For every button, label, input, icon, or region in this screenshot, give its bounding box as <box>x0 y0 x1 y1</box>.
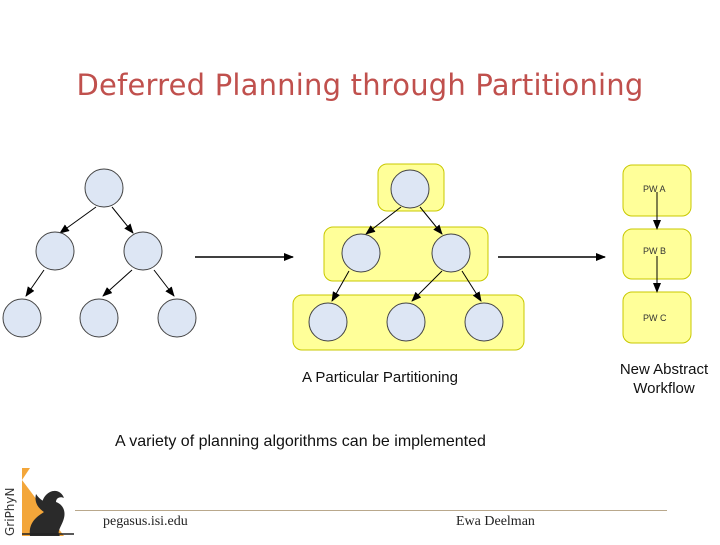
workflow-node <box>390 169 430 209</box>
workflow-caption: New Abstract Workflow <box>610 360 718 398</box>
tree-edge <box>111 206 134 234</box>
workflow-node <box>308 302 348 342</box>
partition-edge <box>365 206 402 235</box>
slide-subtitle: A variety of planning algorithms can be … <box>115 433 486 450</box>
partition-edge <box>331 270 350 302</box>
pw-c-label: PW C <box>643 313 667 323</box>
griphyn-logo: GriPhyN <box>0 462 76 540</box>
footer-divider <box>75 510 667 511</box>
workflow-caption-line-1: New Abstract <box>619 361 709 378</box>
new-abstract-workflow <box>622 164 692 344</box>
tree-edge <box>59 206 97 234</box>
partition-edge <box>411 270 443 302</box>
partition-caption: A Particular Partitioning <box>302 369 458 386</box>
workflow-node <box>464 302 504 342</box>
workflow-node <box>386 302 426 342</box>
workflow-node <box>79 298 119 338</box>
partition-edge <box>419 206 443 235</box>
workflow-node <box>123 231 163 271</box>
slide-title: Deferred Planning through Partitioning <box>76 68 644 102</box>
griphyn-logo-icon: GriPhyN <box>3 468 74 537</box>
tree-edge <box>102 269 133 297</box>
pw-b-label: PW B <box>643 246 667 256</box>
workflow-caption-line-2: Workflow <box>633 380 695 397</box>
footer-author: Ewa Deelman <box>456 514 535 529</box>
tree-edge <box>153 269 175 297</box>
partitioned-workflow <box>292 163 525 351</box>
partition-edge <box>461 270 482 302</box>
pw-a-label: PW A <box>643 184 666 194</box>
workflow-node <box>431 233 471 273</box>
workflow-node <box>35 231 75 271</box>
logo-wordmark: GriPhyN <box>3 488 17 537</box>
workflow-node <box>84 168 124 208</box>
footer-url: pegasus.isi.edu <box>103 514 188 529</box>
tree-edge <box>25 269 45 297</box>
workflow-node <box>157 298 197 338</box>
workflow-node <box>341 233 381 273</box>
original-workflow-tree <box>2 168 197 338</box>
workflow-node <box>2 298 42 338</box>
